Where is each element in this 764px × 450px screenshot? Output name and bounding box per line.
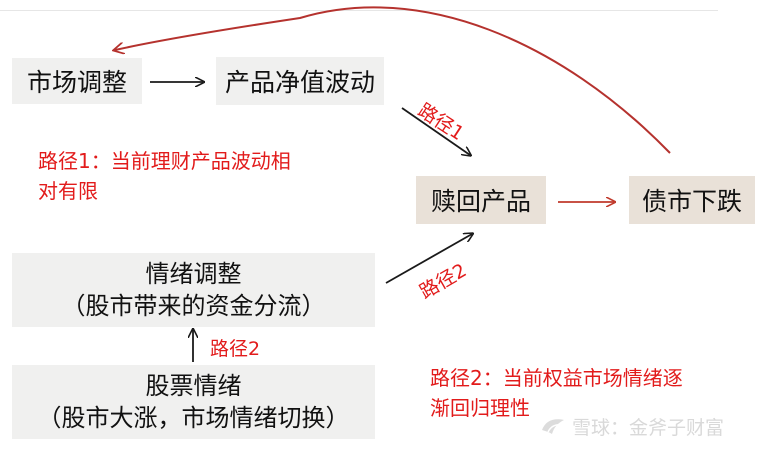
- note-path1-line2: 对有限: [38, 179, 98, 203]
- arrow-nav-to-redeem: [401, 107, 470, 155]
- node-stock-sentiment-line2: （股市大涨，市场情绪切换）: [37, 404, 350, 432]
- arrow-bond-back-to-market: [115, 6, 671, 154]
- note-path2: 路径2：当前权益市场情绪逐 渐回归理性: [430, 363, 683, 423]
- path2-vertical-label: 路径2: [210, 338, 261, 360]
- node-sentiment-adjust: 情绪调整 （股市带来的资金分流）: [12, 253, 375, 327]
- note-path2-line2: 渐回归理性: [430, 396, 530, 420]
- note-path2-line1: 路径2：当前权益市场情绪逐: [430, 366, 683, 390]
- top-divider: [0, 0, 718, 11]
- arrow-sentiment-to-redeem: [385, 234, 472, 284]
- snowball-logo-icon: [542, 418, 564, 434]
- node-nav-volatility: 产品净值波动: [216, 57, 384, 105]
- node-redeem: 赎回产品: [416, 176, 546, 224]
- node-nav-volatility-label: 产品净值波动: [224, 68, 375, 97]
- node-market-adjust-label: 市场调整: [26, 68, 127, 97]
- node-bond-fall-label: 债市下跌: [641, 187, 742, 216]
- watermark-text: 雪球：金斧子财富: [572, 417, 725, 439]
- node-stock-sentiment: 股票情绪 （股市大涨，市场情绪切换）: [12, 365, 375, 439]
- node-bond-fall: 债市下跌: [629, 176, 755, 224]
- node-market-adjust: 市场调整: [12, 58, 142, 104]
- node-stock-sentiment-line1: 股票情绪: [145, 372, 242, 400]
- note-path1-line1: 路径1：当前理财产品波动相: [38, 149, 291, 173]
- watermark: 雪球：金斧子财富: [540, 413, 724, 440]
- node-redeem-label: 赎回产品: [430, 187, 531, 216]
- node-sentiment-adjust-line1: 情绪调整: [145, 260, 242, 288]
- note-path1: 路径1：当前理财产品波动相 对有限: [38, 146, 291, 206]
- node-sentiment-adjust-line2: （股市带来的资金分流）: [61, 292, 326, 320]
